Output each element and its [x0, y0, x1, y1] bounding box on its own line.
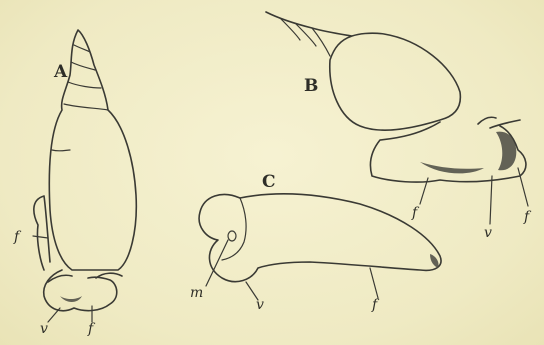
- label-b-f: f: [412, 206, 417, 220]
- label-a-foot: f: [14, 230, 19, 244]
- label-c-f: f: [372, 298, 377, 312]
- snail-c-drawing: [199, 194, 441, 300]
- panel-b-label: B: [304, 78, 318, 95]
- panel-c-label: C: [262, 174, 276, 191]
- snail-a-drawing: [33, 30, 136, 322]
- label-a-v: v: [40, 322, 48, 336]
- label-c-v: v: [256, 298, 264, 312]
- label-c-m: m: [190, 286, 203, 300]
- panel-a-label: A: [54, 64, 67, 81]
- label-b-v: v: [484, 226, 492, 240]
- label-a-f: f: [88, 322, 93, 336]
- snail-b-drawing: [266, 12, 528, 224]
- label-b-f2: f: [524, 210, 529, 224]
